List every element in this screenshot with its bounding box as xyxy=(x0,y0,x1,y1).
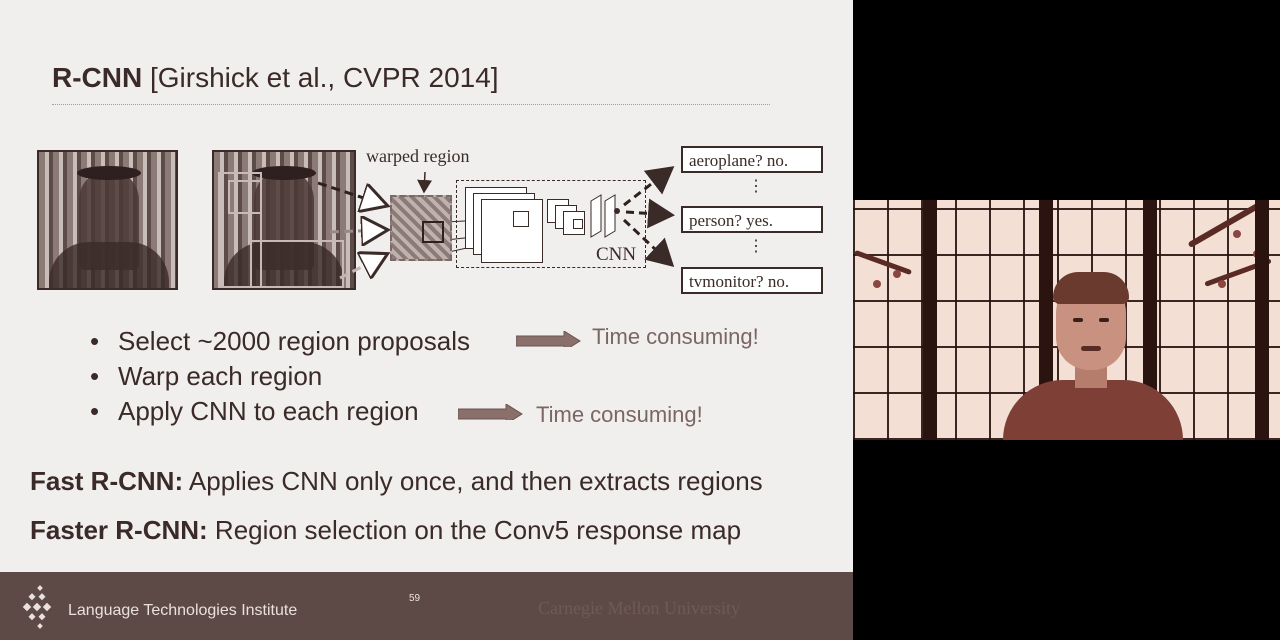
arrow-icon xyxy=(458,404,523,420)
warped-region-label: warped region xyxy=(366,146,470,166)
page-number: 59 xyxy=(409,593,421,604)
time-consuming-note-1: Time consuming! xyxy=(592,324,759,349)
region-proposals-image xyxy=(212,150,356,290)
bullet-select-proposals: •Select ~2000 region proposals xyxy=(90,326,470,356)
bullet-warp-region: •Warp each region xyxy=(90,361,323,391)
time-consuming-note-2: Time consuming! xyxy=(536,402,703,427)
title-divider xyxy=(52,104,770,106)
cnn-label: CNN xyxy=(596,244,637,265)
output-person: person? yes. xyxy=(681,206,823,233)
faster-rcnn-line: Faster R-CNN: Region selection on the Co… xyxy=(30,515,742,545)
fast-rcnn-line: Fast R-CNN: Applies CNN only once, and t… xyxy=(30,466,763,496)
title-main: R-CNN xyxy=(52,62,143,93)
lti-logo-icon xyxy=(22,585,52,629)
ellipsis-bottom: ⋮ xyxy=(748,238,764,255)
title-citation: [Girshick et al., CVPR 2014] xyxy=(150,62,499,93)
presenter-video xyxy=(853,200,1280,440)
input-image xyxy=(37,150,178,290)
warped-region-image xyxy=(390,195,452,261)
presentation-slide: R-CNN [Girshick et al., CVPR 2014] xyxy=(0,0,853,640)
bullet-apply-cnn: •Apply CNN to each region xyxy=(90,396,419,426)
cnn-diagram xyxy=(456,180,646,268)
output-tvmonitor: tvmonitor? no. xyxy=(681,267,823,294)
slide-footer xyxy=(0,572,853,640)
slide-title: R-CNN [Girshick et al., CVPR 2014] xyxy=(52,62,499,94)
university-name: Carnegie Mellon University xyxy=(538,598,740,618)
arrow-icon xyxy=(516,331,581,347)
ellipsis-top: ⋮ xyxy=(748,178,764,195)
output-aeroplane: aeroplane? no. xyxy=(681,146,823,173)
institute-name: Language Technologies Institute xyxy=(68,602,298,619)
